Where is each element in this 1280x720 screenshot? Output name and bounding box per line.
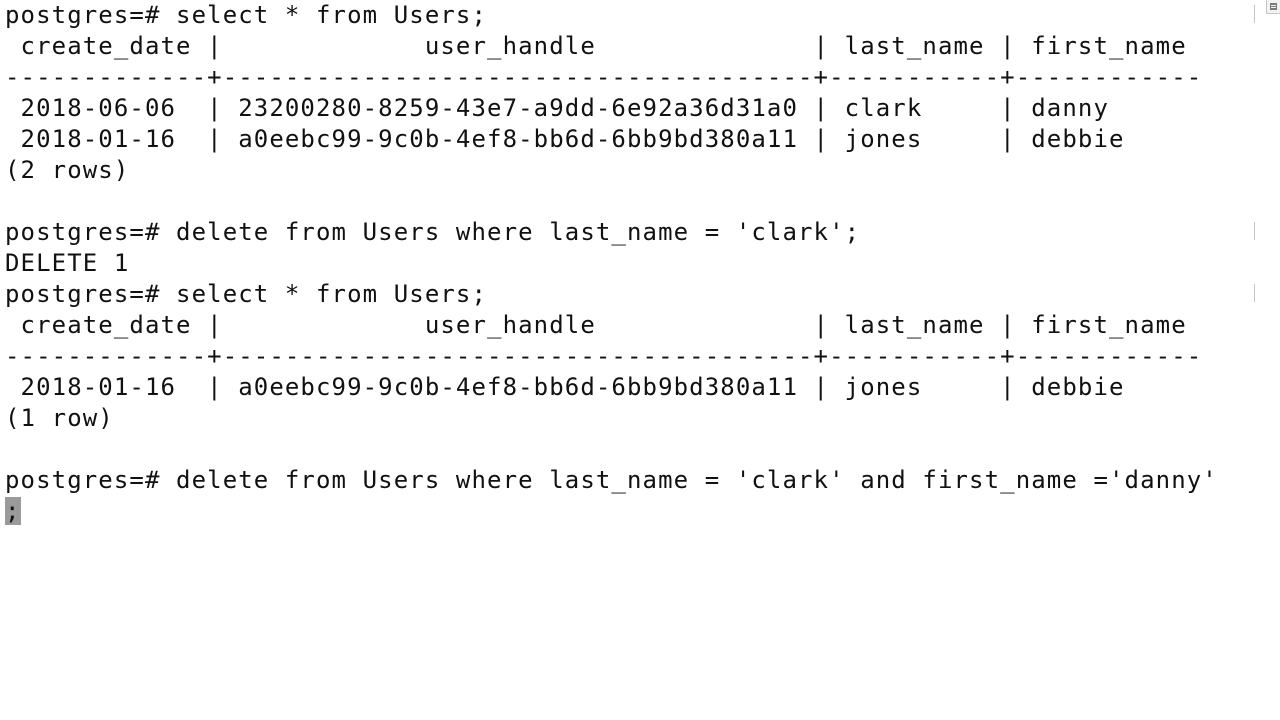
row-count-1: (2 rows) xyxy=(5,156,130,184)
table-separator-1: -------------+--------------------------… xyxy=(5,63,1203,91)
terminal-output[interactable]: postgres=# select * from Users; create_d… xyxy=(5,0,1218,527)
line-marker xyxy=(1254,284,1255,302)
table-separator-2: -------------+--------------------------… xyxy=(5,342,1203,370)
line-marker xyxy=(1254,5,1255,23)
scroll-bars-icon xyxy=(1270,3,1277,10)
delete-result: DELETE 1 xyxy=(5,249,130,277)
prompt-line-select-1: postgres=# select * from Users; xyxy=(5,1,488,29)
row-count-2: (1 row) xyxy=(5,404,114,432)
input-line-cursor[interactable]: ; xyxy=(5,496,1218,527)
scroll-up-icon[interactable] xyxy=(1266,0,1280,14)
prompt-line-select-2: postgres=# select * from Users; xyxy=(5,280,488,308)
blank-line xyxy=(5,186,1218,217)
table-header-2: create_date | user_handle | last_name | … xyxy=(5,311,1187,339)
line-marker xyxy=(1254,222,1255,240)
table-header-1: create_date | user_handle | last_name | … xyxy=(5,32,1187,60)
table-row: 2018-01-16 | a0eebc99-9c0b-4ef8-bb6d-6bb… xyxy=(5,373,1125,401)
table-row: 2018-01-16 | a0eebc99-9c0b-4ef8-bb6d-6bb… xyxy=(5,125,1125,153)
blank-line xyxy=(5,434,1218,465)
prompt-line-delete-2: postgres=# delete from Users where last_… xyxy=(5,466,1218,494)
table-row: 2018-06-06 | 23200280-8259-43e7-a9dd-6e9… xyxy=(5,94,1109,122)
text-cursor: ; xyxy=(5,497,21,525)
prompt-line-delete-1: postgres=# delete from Users where last_… xyxy=(5,218,861,246)
